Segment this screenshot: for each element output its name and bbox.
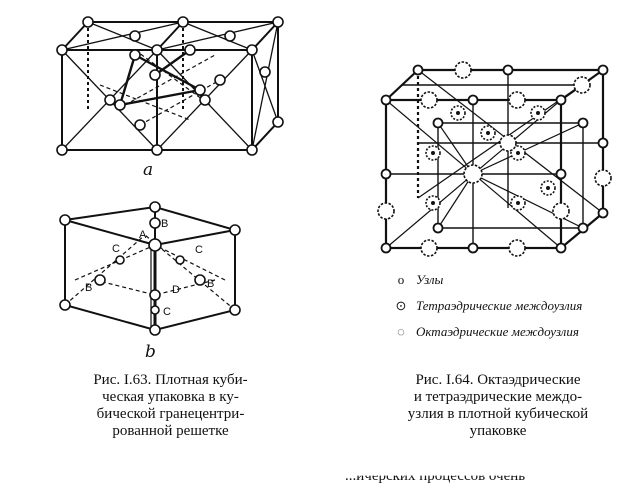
label-b-right: B — [207, 278, 214, 290]
figure-163a — [40, 10, 290, 170]
figure-164-legend: o Узлы ⊙ Тетраэдрические междоузлия ◌ Октаэ… — [392, 272, 632, 352]
interstitial-lattice-drawing — [377, 61, 612, 257]
legend-label-tetrahedral: Тетраэдрические междоузлия — [416, 298, 583, 313]
legend-item-nodes: o Узлы — [392, 272, 444, 288]
figure-163b-letters: B A C C B B D C — [85, 218, 214, 318]
figure-163a-label: a — [143, 160, 154, 180]
fcc-single-cube-drawing: B A C C B B D C — [59, 201, 241, 336]
node-icon: o — [397, 272, 405, 287]
label-a: A — [139, 229, 147, 241]
fcc-double-cube-drawing — [56, 16, 284, 156]
legend-item-octahedral: ◌ Октаэдрические междоузлия — [392, 324, 579, 340]
legend-label-nodes: Узлы — [416, 272, 444, 287]
caption-163-line-3: бической гранецентри- — [96, 406, 245, 422]
caption-163-line-4: рованной решетке — [112, 423, 229, 439]
label-c-right: C — [195, 244, 203, 256]
caption-164-line-4: упаковке — [469, 423, 527, 439]
caption-163-line-2: ческая упаковка в ку- — [102, 389, 239, 405]
figure-164 — [377, 58, 618, 258]
tetrahedral-site-icon: ⊙ — [395, 298, 407, 313]
legend-item-tetrahedral: ⊙ Тетраэдрические междоузлия — [392, 298, 583, 314]
caption-163-line-1: Рис. I.63. Плотная куби- — [93, 372, 248, 388]
figure-163-caption: Рис. I.63. Плотная куби- ческая упаковка… — [58, 372, 283, 440]
legend-label-octahedral: Октаэдрические междоузлия — [416, 324, 579, 339]
cut-off-body-text: ...ичерских процессов очень — [345, 468, 526, 484]
figure-163b-label: b — [145, 342, 156, 362]
figure-163b: B A C C B B D C — [55, 201, 255, 355]
caption-164-line-1: Рис. I.64. Октаэдрические — [415, 372, 581, 388]
label-b-left: B — [85, 282, 92, 294]
label-d: D — [172, 284, 180, 296]
caption-164-line-2: и тетраэдрические междо- — [413, 389, 583, 405]
figure-164-caption: Рис. I.64. Октаэдрические и тетраэдричес… — [378, 372, 618, 440]
caption-164-line-3: узлия в плотной кубической — [407, 406, 589, 422]
label-b-top: B — [161, 218, 168, 230]
label-c-left: C — [112, 243, 120, 255]
octahedral-site-icon: ◌ — [397, 324, 405, 339]
label-c-bottom: C — [163, 306, 171, 318]
